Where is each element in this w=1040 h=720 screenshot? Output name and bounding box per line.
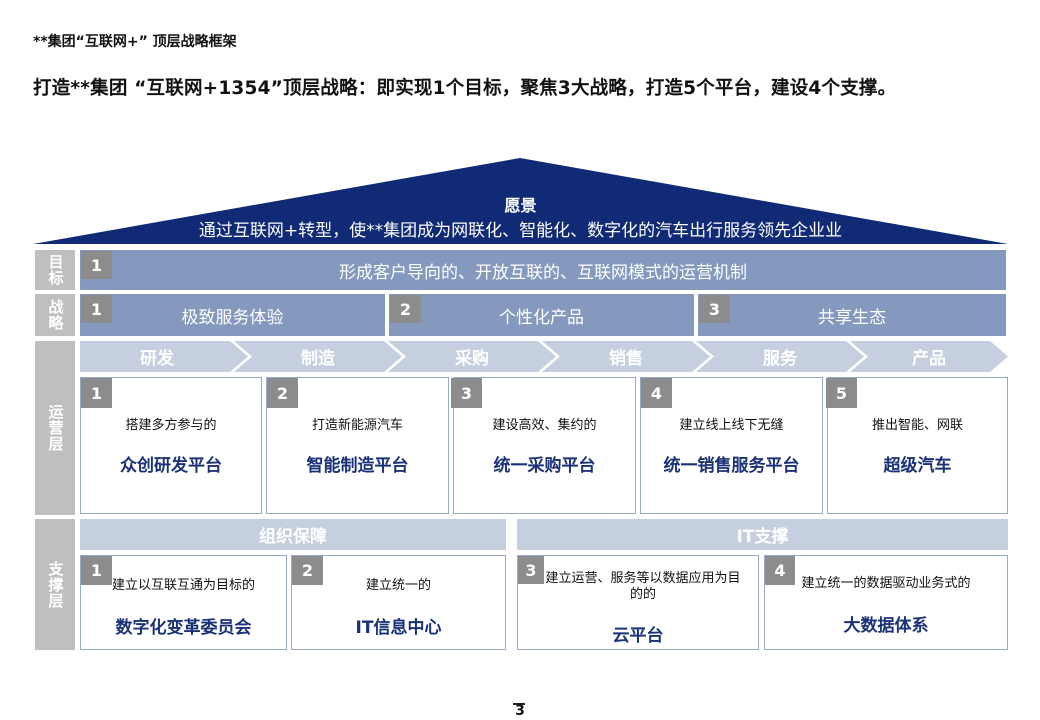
headline: 打造**集团 “互联网+1354”顶层战略：即实现1个目标，聚焦3大战略，打造5… [33, 78, 897, 99]
platform-card-3: 建设高效、集约的 统一采购平台 [453, 377, 636, 514]
support-card-title: IT信息中心 [355, 618, 442, 638]
chain-step-service: 服务 [696, 341, 864, 372]
support-group-label: IT支撑 [736, 527, 789, 547]
platform-card-subtitle: 建立线上线下无缝 [679, 418, 784, 433]
support-card-title: 云平台 [612, 626, 664, 646]
chain-step-purchasing: 采购 [388, 341, 556, 372]
support-card-title: 数字化变革委员会 [115, 618, 252, 638]
support-2-number: 2 [292, 556, 323, 585]
platform-4-number: 4 [641, 378, 672, 408]
chain-step-label: 研发 [140, 349, 174, 369]
platform-card-5: 推出智能、网联 超级汽车 [827, 377, 1008, 514]
support-card-1: 建立以互联互通为目标的 数字化变革委员会 [80, 555, 287, 650]
support-card-3: 建立运营、服务等以数据应用为目的的 云平台 [517, 555, 759, 650]
strategy-3-text: 共享生态 [818, 307, 886, 328]
goal-bar: 形成客户导向的、开放互联的、互联网模式的运营机制 [80, 250, 1006, 290]
strategy-1: 极致服务体验 [80, 294, 385, 336]
chain-step-label: 服务 [763, 349, 797, 369]
chain-step-label: 采购 [455, 349, 489, 369]
support-group-organization: 组织保障 [80, 519, 506, 550]
goal-number: 1 [81, 251, 112, 279]
vision-text: 通过互联网+转型，使**集团成为网联化、智能化、数字化的汽车出行服务领先企业业 [198, 221, 843, 241]
platform-card-title: 超级汽车 [883, 456, 952, 476]
support-3-number: 3 [518, 556, 544, 584]
strategy-row-label: 战略 [35, 294, 75, 336]
strategy-3: 共享生态 [698, 294, 1006, 336]
strategy-1-number: 1 [81, 295, 112, 323]
support-card-subtitle: 建立运营、服务等以数据应用为目的的 [545, 571, 741, 602]
chain-step-label: 制造 [301, 349, 335, 369]
platform-3-number: 3 [451, 378, 482, 408]
page-number-rule [513, 703, 525, 705]
chain-step-sales: 销售 [542, 341, 710, 372]
platform-card-title: 统一采购平台 [493, 456, 596, 476]
platform-card-title: 众创研发平台 [120, 456, 222, 476]
platform-1-number: 1 [81, 378, 112, 408]
chain-step-product: 产品 [850, 341, 1008, 372]
support-card-title: 大数据体系 [843, 616, 929, 636]
chain-step-label: 销售 [609, 349, 643, 369]
strategy-1-text: 极致服务体验 [181, 307, 284, 328]
support-4-number: 4 [765, 556, 795, 585]
chain-step-label: 产品 [912, 349, 946, 369]
platform-card-subtitle: 推出智能、网联 [871, 418, 963, 433]
strategy-2-number: 2 [390, 295, 421, 323]
support-1-number: 1 [81, 556, 112, 585]
page-number: 3 [515, 703, 525, 719]
platform-card-title: 智能制造平台 [306, 456, 409, 476]
platform-card-subtitle: 打造新能源汽车 [311, 418, 403, 433]
platform-2-number: 2 [267, 378, 298, 408]
document-title: **集团“互联网+” 顶层战略框架 [33, 34, 237, 50]
goal-text: 形成客户导向的、开放互联的、互联网模式的运营机制 [339, 262, 747, 283]
strategy-3-number: 3 [699, 295, 730, 323]
platform-card-subtitle: 搭建多方参与的 [125, 418, 217, 433]
goal-row-label: 目标 [35, 250, 75, 290]
chain-step-research: 研发 [80, 341, 248, 372]
support-card-subtitle: 建立统一的数据驱动业务式的 [801, 576, 971, 591]
support-card-4: 建立统一的数据驱动业务式的 大数据体系 [764, 555, 1008, 650]
vision-roof [33, 158, 1008, 244]
operation-row-label: 运营层 [35, 341, 75, 515]
support-group-label: 组织保障 [259, 527, 327, 547]
support-row-label: 支撑层 [35, 519, 75, 650]
strategy-2-text: 个性化产品 [499, 307, 584, 328]
platform-card-subtitle: 建设高效、集约的 [492, 418, 597, 433]
platform-5-number: 5 [826, 378, 857, 408]
support-card-subtitle: 建立以互联互通为目标的 [111, 578, 255, 593]
vision-title: 愿景 [504, 196, 537, 215]
support-card-subtitle: 建立统一的 [365, 578, 431, 593]
strategy-2: 个性化产品 [389, 294, 694, 336]
platform-card-title: 统一销售服务平台 [663, 456, 800, 476]
chain-step-manufacturing: 制造 [234, 341, 402, 372]
support-card-2: 建立统一的 IT信息中心 [291, 555, 506, 650]
support-group-it: IT支撑 [517, 519, 1008, 550]
